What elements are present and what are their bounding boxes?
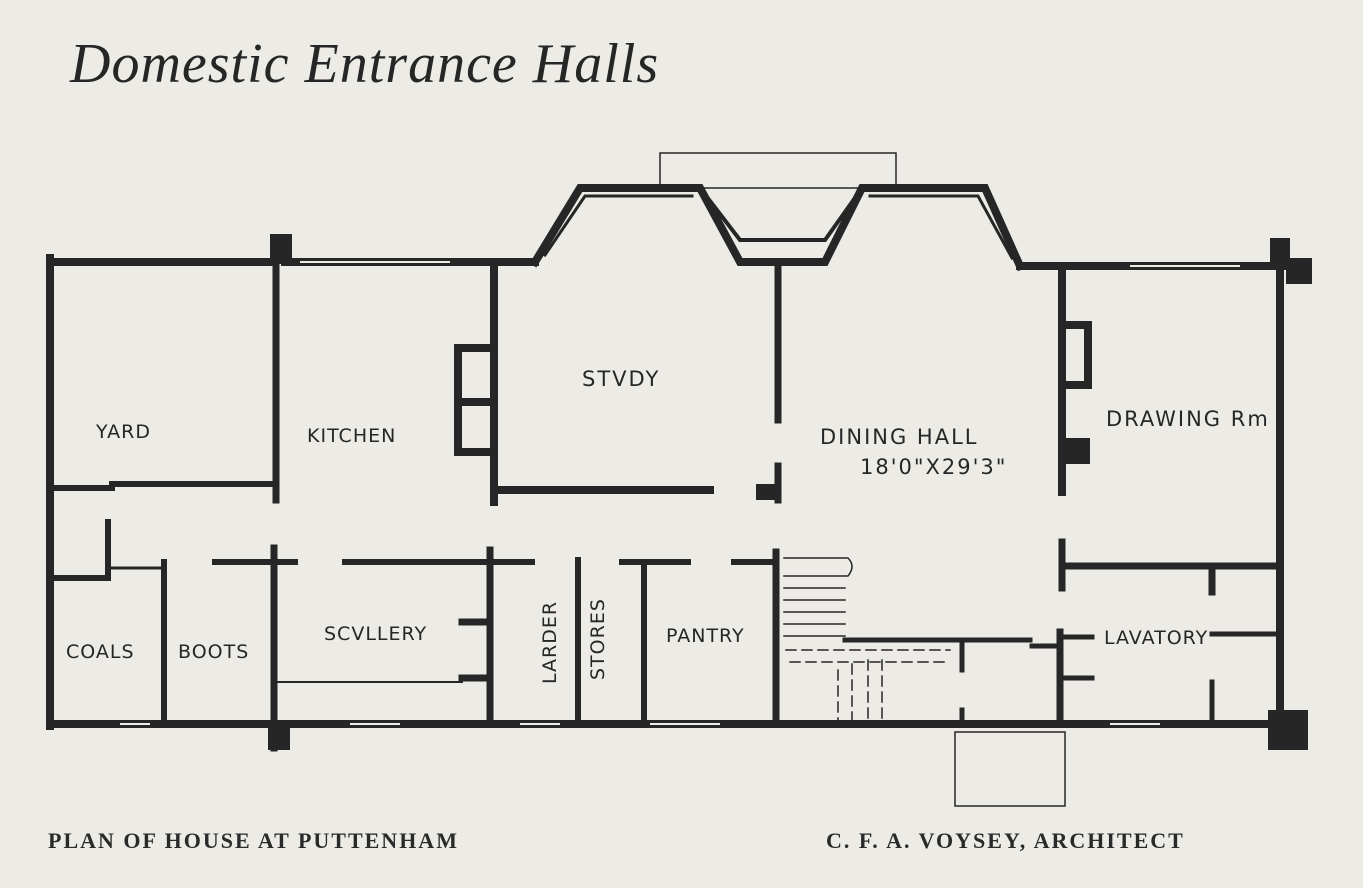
room-label-kitchen: KITCHEN (307, 425, 396, 447)
porch-notch (697, 185, 865, 242)
study-pier (756, 484, 780, 500)
yard-south-wall (49, 481, 275, 491)
window-marks (120, 261, 1240, 725)
pantry-west-wall (619, 559, 691, 725)
stair-treads (783, 557, 853, 637)
stair-landing (842, 637, 1033, 673)
page-title: Domestic Entrance Halls (70, 33, 660, 95)
lavatory-east-stub (1209, 631, 1283, 725)
room-label-yard: YARD (95, 421, 151, 443)
room-label-scullery: SCVLLERY (324, 623, 427, 645)
scullery-stubs (458, 618, 494, 682)
bay-inner (542, 194, 1015, 261)
room-label-drawing-room: DRAWING Rm (1106, 407, 1270, 431)
study-bay (529, 184, 1026, 272)
room-label-coals: COALS (66, 641, 135, 663)
room-label-lavatory: LAVATORY (1104, 627, 1208, 649)
fireplace (454, 344, 498, 456)
south-east-pier (1268, 710, 1308, 750)
room-label-stores: STORES (587, 598, 609, 680)
walls (46, 152, 1312, 807)
entry-walls (959, 643, 1063, 725)
caption-plan: PLAN OF HOUSE AT PUTTENHAM (48, 828, 459, 853)
east-pier-end (1286, 258, 1312, 284)
lavatory-stubs (1059, 634, 1095, 681)
porch-outline (954, 731, 1066, 807)
drawing-pier (1064, 438, 1090, 464)
room-label-dining-dims: 18'0"X29'3" (860, 455, 1007, 479)
room-label-boots: BOOTS (178, 641, 249, 663)
room-label-pantry: PANTRY (666, 625, 745, 647)
terrace-outline (659, 152, 897, 189)
room-label-larder: LARDER (539, 601, 561, 684)
drawing-fireplace (1058, 321, 1092, 389)
small-wall-1 (53, 519, 111, 581)
room-label-dining-hall: DINING HALL (820, 425, 978, 449)
west-pier-top (270, 234, 292, 264)
room-label-study: STVDY (582, 367, 660, 391)
lavatory-north-wall (1058, 538, 1284, 596)
caption-architect: C. F. A. VOYSEY, ARCHITECT (826, 828, 1185, 853)
east-pier (1270, 238, 1290, 268)
south-west-pier (268, 722, 290, 750)
stair-dashed (785, 649, 951, 721)
